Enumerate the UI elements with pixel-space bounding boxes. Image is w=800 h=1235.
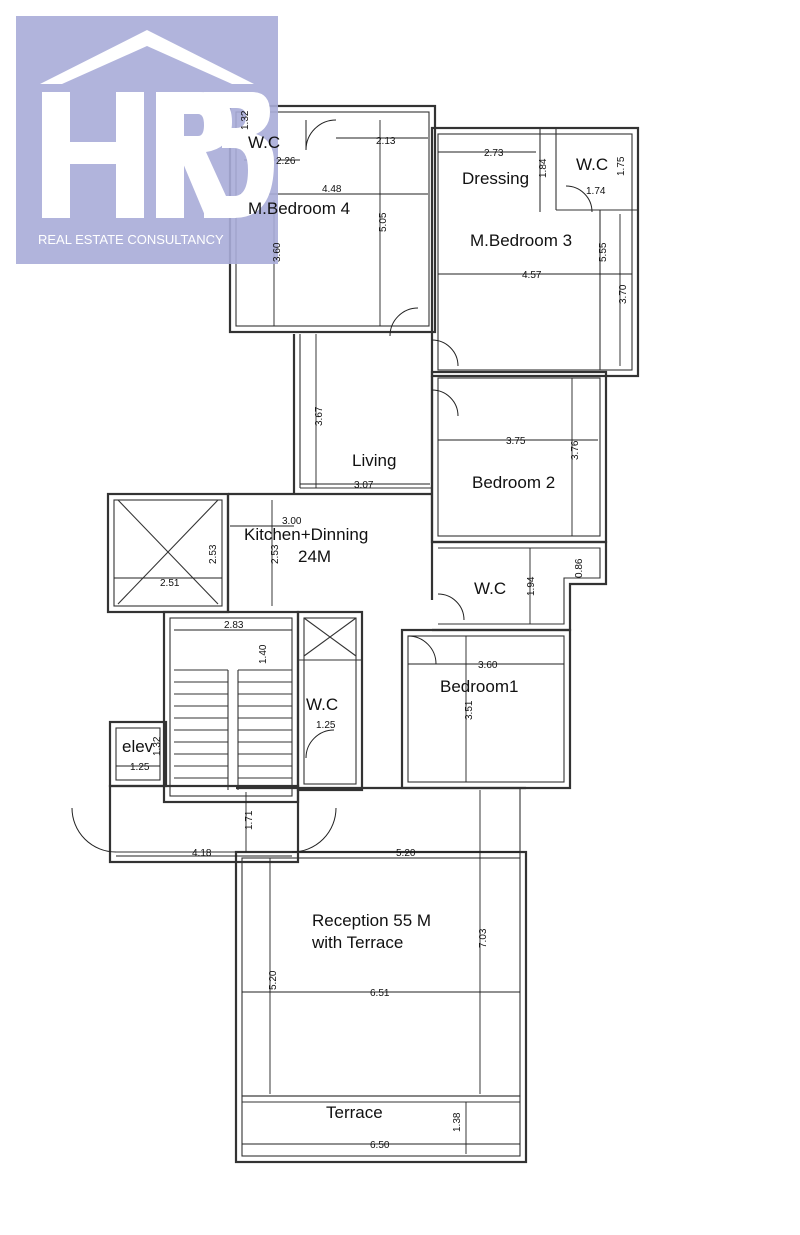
dim-label: 1.32 bbox=[240, 110, 251, 130]
dim-label: 1.25 bbox=[130, 762, 150, 773]
dim-label: 3.60 bbox=[478, 660, 498, 671]
room-reception-terrace: with Terrace bbox=[311, 933, 403, 952]
room-labels: W.C M.Bedroom 4 Dressing W.C M.Bedroom 3… bbox=[122, 133, 608, 1122]
room-wc-3: W.C bbox=[474, 579, 506, 598]
dim-label: 3.70 bbox=[618, 284, 629, 304]
dim-label: 4.18 bbox=[192, 848, 212, 859]
dim-label: 3.76 bbox=[570, 440, 581, 460]
room-kitchen-area: 24M bbox=[298, 547, 331, 566]
dim-label: 3.60 bbox=[272, 242, 283, 262]
dim-label: 2.73 bbox=[484, 148, 504, 159]
dim-label: 1.71 bbox=[244, 810, 255, 830]
dim-label: 5.20 bbox=[396, 848, 416, 859]
dimension-lines bbox=[114, 120, 632, 1154]
dim-label: 2.53 bbox=[208, 544, 219, 564]
room-reception: Reception 55 M bbox=[312, 911, 431, 930]
dim-label: 4.48 bbox=[322, 184, 342, 195]
dim-label: 3.67 bbox=[314, 406, 325, 426]
dim-label: 6.50 bbox=[370, 1140, 390, 1151]
room-bedroom-1: Bedroom1 bbox=[440, 677, 518, 696]
dim-label: 2.51 bbox=[160, 578, 180, 589]
dim-label: 1.32 bbox=[152, 736, 163, 756]
dim-label: 6.51 bbox=[370, 988, 390, 999]
dim-label: 1.84 bbox=[538, 158, 549, 178]
stairs bbox=[174, 669, 292, 790]
logo-letters bbox=[42, 92, 274, 218]
dim-label: 7.03 bbox=[478, 928, 489, 948]
dim-label: 1.74 bbox=[586, 186, 606, 197]
room-elevator: elev bbox=[122, 737, 154, 756]
dim-label: 2.53 bbox=[270, 544, 281, 564]
dim-label: 2.13 bbox=[376, 136, 396, 147]
room-kitchen-dinning: Kitchen+Dinning bbox=[244, 525, 368, 544]
dim-label: 0.86 bbox=[574, 558, 585, 578]
logo-tagline: REAL ESTATE CONSULTANCY bbox=[38, 232, 224, 247]
dim-label: 2.83 bbox=[224, 620, 244, 631]
room-wc-4: W.C bbox=[306, 695, 338, 714]
dim-label: 1.25 bbox=[316, 720, 336, 731]
dimension-labels: 1.32 2.26 2.13 4.48 5.05 3.60 2.73 1.84 … bbox=[130, 110, 629, 1151]
dim-label: 3.75 bbox=[506, 436, 526, 447]
dim-label: 3.00 bbox=[282, 516, 302, 527]
dim-label: 1.40 bbox=[258, 644, 269, 664]
dim-label: 1.38 bbox=[452, 1112, 463, 1132]
room-master-bedroom-3: M.Bedroom 3 bbox=[470, 231, 572, 250]
dim-label: 5.55 bbox=[598, 242, 609, 262]
dim-label: 3.51 bbox=[464, 700, 475, 720]
room-living: Living bbox=[352, 451, 396, 470]
room-wc-2: W.C bbox=[576, 155, 608, 174]
dim-label: 3.07 bbox=[354, 480, 374, 491]
dim-label: 2.26 bbox=[276, 156, 296, 167]
dim-label: 4.57 bbox=[522, 270, 542, 281]
room-terrace: Terrace bbox=[326, 1103, 383, 1122]
dim-label: 1.75 bbox=[616, 156, 627, 176]
dim-label: 1.94 bbox=[526, 576, 537, 596]
doors bbox=[71, 119, 593, 853]
dim-label: 5.05 bbox=[378, 212, 389, 232]
room-dressing: Dressing bbox=[462, 169, 529, 188]
dim-label: 5.20 bbox=[268, 970, 279, 990]
company-logo: REAL ESTATE CONSULTANCY bbox=[16, 16, 278, 264]
room-master-bedroom-4: M.Bedroom 4 bbox=[248, 199, 350, 218]
walls bbox=[106, 104, 640, 1164]
room-wc-1: W.C bbox=[248, 133, 280, 152]
room-bedroom-2: Bedroom 2 bbox=[472, 473, 555, 492]
